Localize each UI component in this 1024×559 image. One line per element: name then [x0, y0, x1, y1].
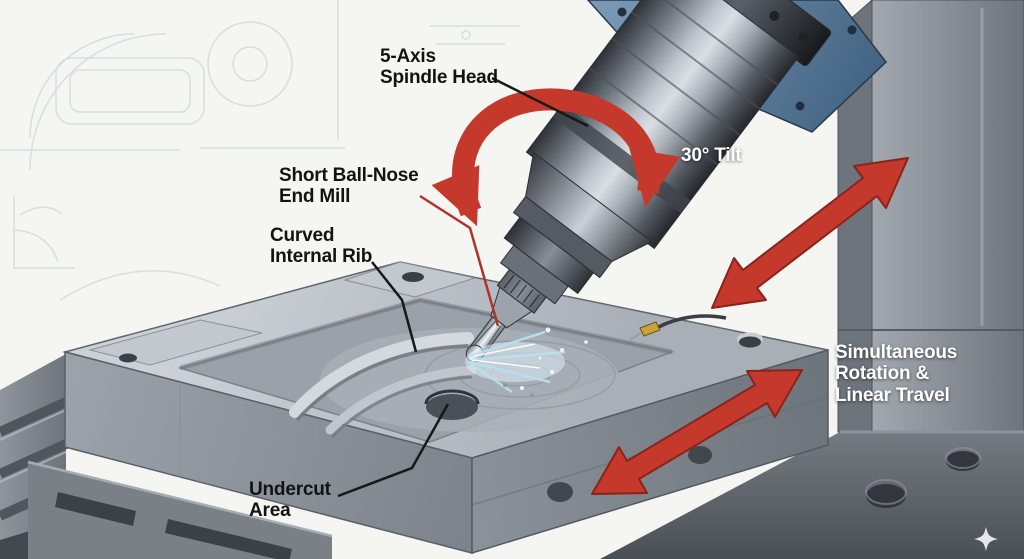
bed-slot	[165, 519, 292, 559]
machine-column	[837, 0, 1024, 433]
coolant-spray	[465, 327, 588, 397]
bed-slot	[55, 492, 136, 526]
leader-internal-rib	[371, 261, 418, 353]
label-motion: Simultaneous Rotation & Linear Travel	[835, 342, 958, 406]
label-undercut: Undercut Area	[249, 479, 331, 522]
machine-base-right	[600, 430, 1024, 559]
sparkle-icon	[974, 527, 998, 551]
leader-spindle-head	[491, 76, 589, 128]
leader-undercut	[337, 403, 450, 498]
leader-lines	[337, 76, 589, 498]
blueprint-sketch	[0, 0, 520, 301]
motion-arrows	[431, 88, 909, 495]
linear-travel-arrow-upper	[711, 157, 909, 309]
label-spindle-head: 5-Axis Spindle Head	[380, 46, 498, 89]
leader-end-mill	[419, 194, 500, 327]
label-tilt: 30° Tilt	[681, 145, 742, 166]
curved-internal-rib	[289, 332, 477, 439]
label-end-mill: Short Ball-Nose End Mill	[279, 165, 419, 208]
linear-travel-arrow-lower	[591, 369, 803, 495]
coolant-nozzle	[629, 314, 727, 342]
undercut-area	[424, 389, 480, 420]
label-internal-rib: Curved Internal Rib	[270, 225, 373, 268]
bed-plate	[27, 460, 333, 559]
rotation-arrow	[431, 88, 681, 227]
